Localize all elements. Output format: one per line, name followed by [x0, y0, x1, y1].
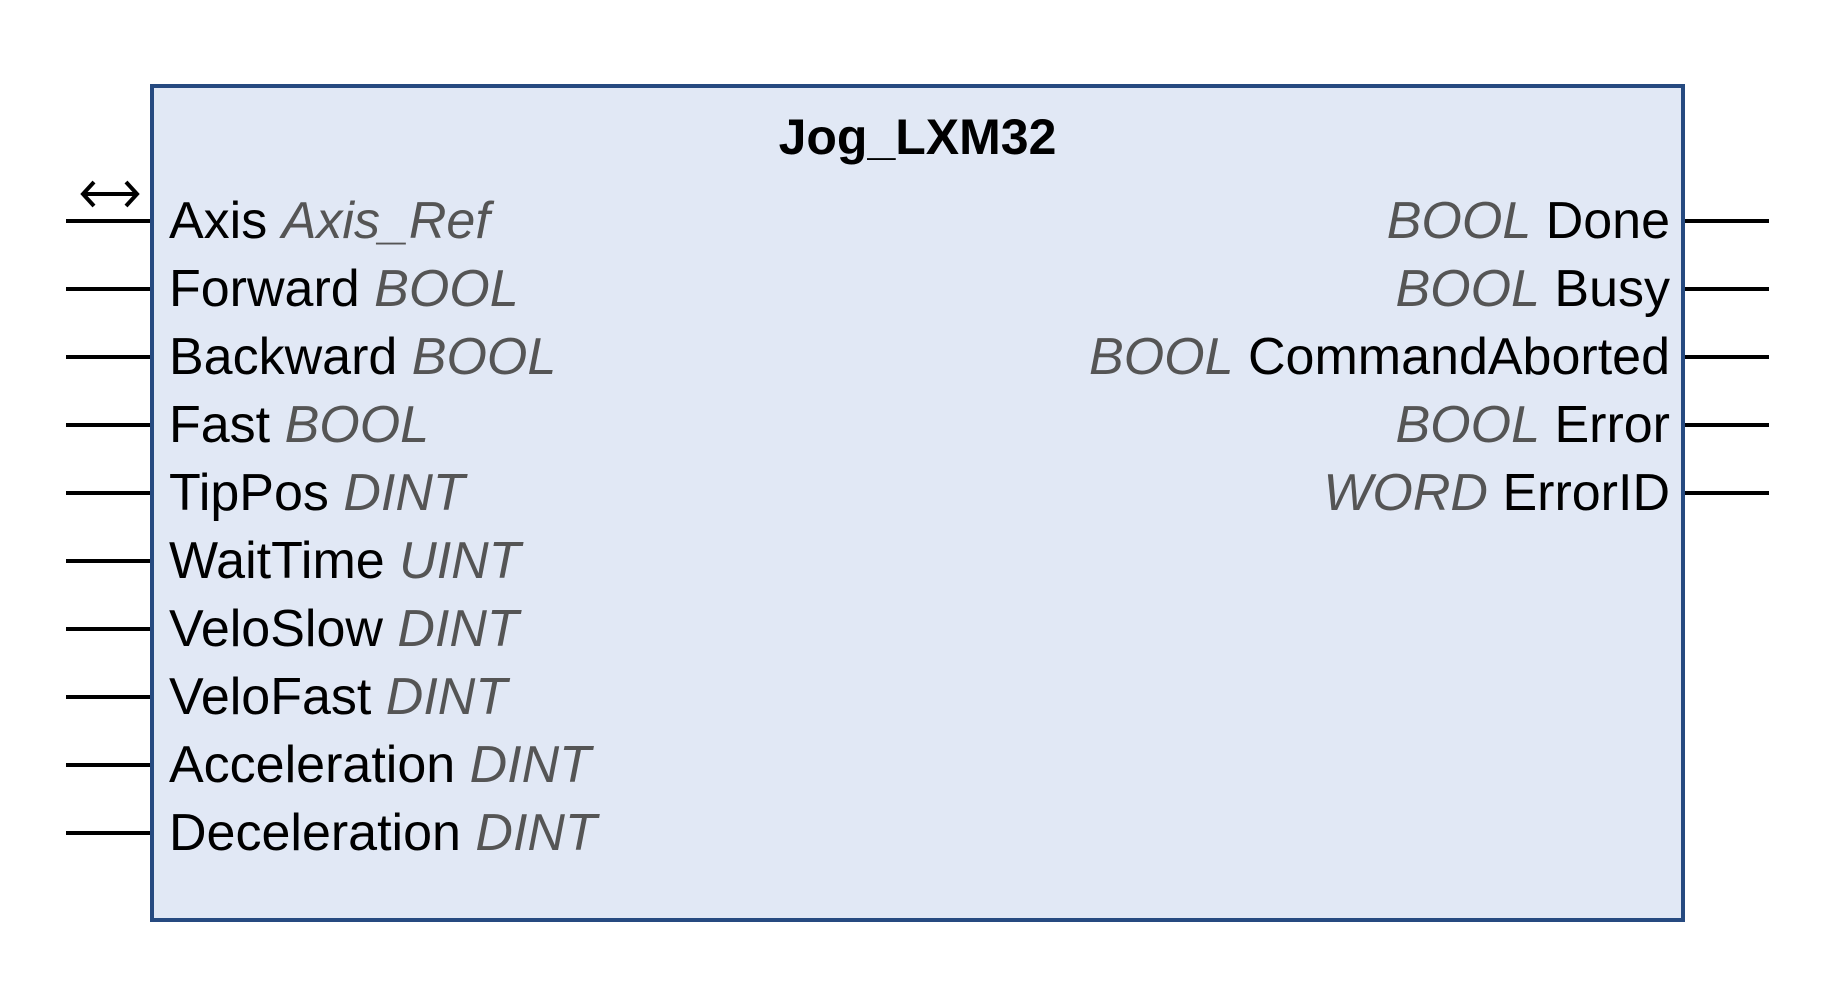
- input-pin-deceleration: Deceleration DINT: [169, 799, 597, 867]
- input-wire-acceleration[interactable]: [66, 763, 150, 767]
- input-wire-fast[interactable]: [66, 423, 150, 427]
- input-pin-waittime: WaitTime UINT: [169, 527, 520, 595]
- input-wire-forward[interactable]: [66, 287, 150, 291]
- input-pin-fast: Fast BOOL: [169, 391, 429, 459]
- input-wire-axis[interactable]: [66, 219, 150, 223]
- pin-name: Backward: [169, 328, 398, 386]
- output-wire-errorid[interactable]: [1685, 491, 1769, 495]
- output-pin-commandaborted: BOOL CommandAborted: [1089, 323, 1670, 391]
- input-wire-backward[interactable]: [66, 355, 150, 359]
- input-wire-deceleration[interactable]: [66, 831, 150, 835]
- output-pin-done: BOOL Done: [1387, 187, 1670, 255]
- pin-name: Deceleration: [169, 804, 461, 862]
- pin-type: DINT: [469, 736, 591, 794]
- pin-type: BOOL: [1386, 192, 1532, 250]
- pin-name: ErrorID: [1502, 464, 1670, 522]
- pin-name: Error: [1554, 396, 1670, 454]
- pin-type: BOOL: [411, 328, 557, 386]
- output-wire-commandaborted[interactable]: [1685, 355, 1769, 359]
- pin-type: BOOL: [374, 260, 519, 318]
- pin-type: UINT: [399, 532, 521, 590]
- pin-name: VeloFast: [169, 668, 372, 726]
- input-pin-tippos: TipPos DINT: [169, 459, 465, 527]
- pin-type: DINT: [385, 668, 508, 726]
- pin-name: TipPos: [169, 464, 329, 522]
- pin-type: DINT: [343, 464, 465, 522]
- pin-type: BOOL: [1395, 396, 1540, 454]
- output-wire-busy[interactable]: [1685, 287, 1769, 291]
- input-wire-veloslow[interactable]: [66, 627, 150, 631]
- pin-type: BOOL: [1089, 328, 1234, 386]
- input-wire-tippos[interactable]: [66, 491, 150, 495]
- pin-name: WaitTime: [169, 532, 385, 590]
- pin-name: Forward: [169, 260, 360, 318]
- output-wire-error[interactable]: [1685, 423, 1769, 427]
- input-pin-velofast: VeloFast DINT: [169, 663, 507, 731]
- pin-type: BOOL: [284, 396, 430, 454]
- input-pin-backward: Backward BOOL: [169, 323, 556, 391]
- pin-name: CommandAborted: [1248, 328, 1670, 386]
- input-pin-veloslow: VeloSlow DINT: [169, 595, 519, 663]
- function-block[interactable]: Jog_LXM32: [150, 84, 1685, 922]
- pin-type: BOOL: [1395, 260, 1540, 318]
- input-wire-velofast[interactable]: [66, 695, 150, 699]
- output-wire-done[interactable]: [1685, 219, 1769, 223]
- output-pin-errorid: WORD ErrorID: [1323, 459, 1670, 527]
- pin-name: Axis: [169, 192, 268, 250]
- input-pin-acceleration: Acceleration DINT: [169, 731, 591, 799]
- block-title: Jog_LXM32: [778, 109, 1057, 165]
- pin-type: Axis_Ref: [281, 192, 490, 250]
- pin-type: DINT: [475, 804, 597, 862]
- pin-type: WORD: [1323, 464, 1488, 522]
- input-wire-waittime[interactable]: [66, 559, 150, 563]
- pin-name: Fast: [169, 396, 271, 454]
- pin-type: DINT: [397, 600, 519, 658]
- pin-name: Busy: [1554, 260, 1670, 318]
- pin-name: VeloSlow: [169, 600, 383, 658]
- output-pin-busy: BOOL Busy: [1395, 255, 1670, 323]
- pin-name: Acceleration: [169, 736, 456, 794]
- double-arrow-icon: [80, 180, 140, 208]
- output-pin-error: BOOL Error: [1395, 391, 1670, 459]
- input-pin-forward: Forward BOOL: [169, 255, 519, 323]
- input-pin-axis: Axis Axis_Ref: [169, 187, 490, 255]
- pin-name: Done: [1545, 192, 1670, 250]
